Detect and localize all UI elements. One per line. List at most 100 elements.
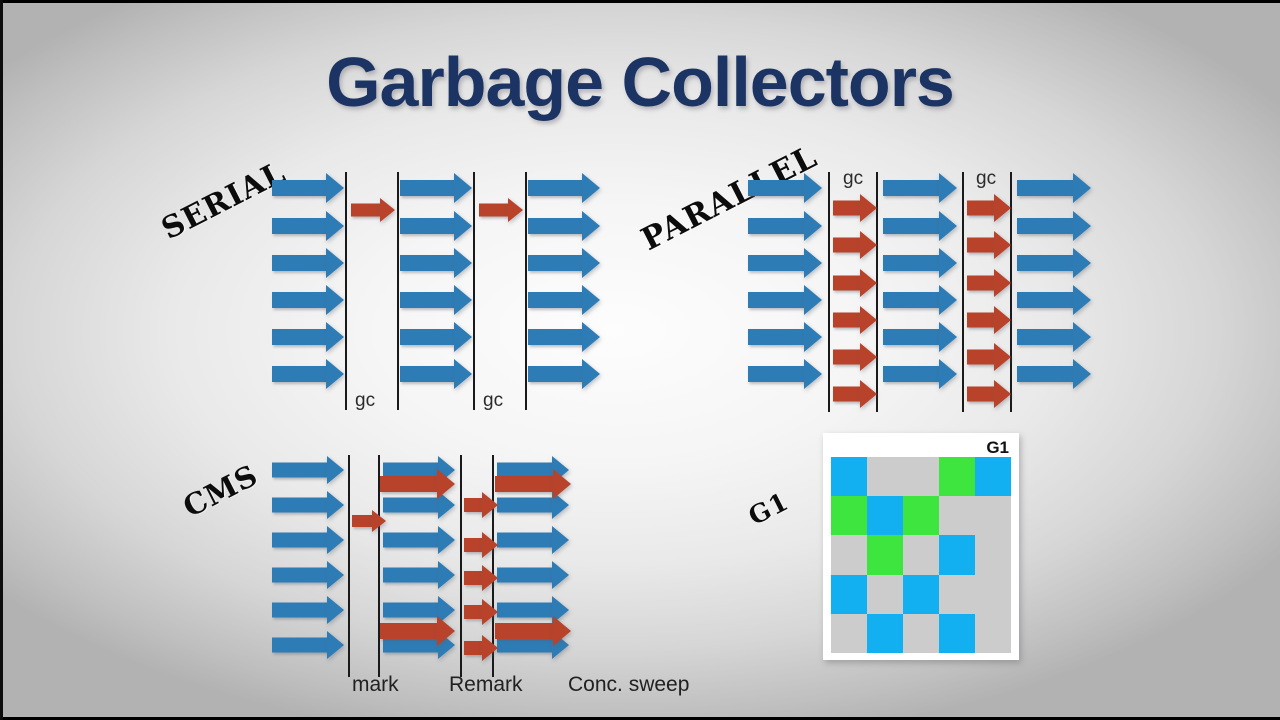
- arrow-head: [1073, 248, 1091, 278]
- g1-region-card: G1: [823, 433, 1019, 660]
- arrow-shaft: [528, 218, 582, 234]
- arrow-shaft: [272, 462, 327, 478]
- arrow-head: [582, 173, 600, 203]
- arrow-shaft: [479, 203, 508, 217]
- arrow-head: [454, 211, 472, 241]
- arrow-shaft: [1017, 218, 1073, 234]
- g1-region-cell-blue: [903, 574, 939, 614]
- arrow-shaft: [351, 203, 380, 217]
- arrow-head: [438, 561, 455, 589]
- arrow-shaft: [464, 605, 482, 619]
- app-thread-arrow: [272, 285, 344, 315]
- arrow-head: [1073, 211, 1091, 241]
- app-thread-arrow: [883, 211, 957, 241]
- phase-label-remark: Remark: [449, 673, 523, 696]
- arrow-head: [582, 211, 600, 241]
- app-thread-arrow: [272, 526, 344, 554]
- phase-divider-line: [378, 455, 380, 677]
- arrow-head: [552, 561, 569, 589]
- gc-thread-arrow: [479, 198, 523, 222]
- arrow-shaft: [383, 602, 438, 618]
- arrow-head: [454, 285, 472, 315]
- arrow-head: [939, 173, 957, 203]
- arrow-shaft: [1017, 180, 1073, 196]
- g1-region-grid: [831, 457, 1011, 653]
- app-thread-arrow: [528, 173, 600, 203]
- g1-region-cell-gray: [831, 535, 867, 575]
- g1-region-cell-blue: [939, 613, 975, 653]
- arrow-head: [804, 248, 822, 278]
- g1-region-cell-gray: [939, 574, 975, 614]
- arrow-head: [994, 269, 1011, 297]
- app-thread-arrow: [748, 322, 822, 352]
- arrow-head: [380, 198, 395, 222]
- arrow-shaft: [464, 571, 482, 585]
- app-thread-arrow: [748, 173, 822, 203]
- arrow-shaft: [272, 292, 326, 308]
- arrow-head: [552, 526, 569, 554]
- app-thread-arrow: [528, 322, 600, 352]
- g1-region-cell-gray: [903, 457, 939, 497]
- g1-region-cell-blue: [831, 457, 867, 497]
- arrow-head: [860, 380, 877, 408]
- arrow-shaft: [833, 349, 860, 365]
- phase-divider-line: [828, 172, 830, 412]
- arrow-shaft: [497, 602, 552, 618]
- arrow-head: [454, 359, 472, 389]
- arrow-head: [804, 359, 822, 389]
- arrow-head: [994, 380, 1011, 408]
- arrow-head: [326, 359, 344, 389]
- arrow-shaft: [497, 567, 552, 583]
- page-title: Garbage Collectors: [326, 43, 955, 121]
- arrow-head: [437, 469, 455, 499]
- arrow-shaft: [272, 532, 327, 548]
- app-thread-arrow: [748, 248, 822, 278]
- arrow-head: [327, 491, 344, 519]
- app-thread-arrow: [883, 173, 957, 203]
- gc-thread-arrow: [464, 635, 498, 661]
- app-thread-arrow: [497, 561, 569, 589]
- app-thread-arrow: [272, 211, 344, 241]
- arrow-shaft: [528, 366, 582, 382]
- arrow-head: [1073, 322, 1091, 352]
- gc-thread-arrow: [352, 510, 386, 532]
- arrow-shaft: [528, 255, 582, 271]
- g1-region-cell-green: [939, 457, 975, 497]
- app-thread-arrow: [883, 359, 957, 389]
- arrow-head: [804, 322, 822, 352]
- arrow-head: [860, 231, 877, 259]
- arrow-shaft: [400, 180, 454, 196]
- arrow-shaft: [383, 497, 438, 513]
- gc-thread-arrow: [464, 492, 498, 518]
- arrow-head: [939, 248, 957, 278]
- arrow-head: [482, 532, 498, 558]
- app-thread-arrow: [1017, 322, 1091, 352]
- arrow-head: [1073, 173, 1091, 203]
- arrow-shaft: [272, 567, 327, 583]
- arrow-head: [482, 565, 498, 591]
- arrow-head: [804, 173, 822, 203]
- gc-label-parallel-2: gc: [976, 168, 997, 189]
- arrow-shaft: [967, 237, 994, 253]
- gc-thread-arrow: [351, 198, 395, 222]
- arrow-shaft: [748, 180, 804, 196]
- app-thread-arrow: [383, 561, 455, 589]
- arrow-head: [508, 198, 523, 222]
- app-thread-arrow: [748, 285, 822, 315]
- arrow-shaft: [833, 275, 860, 291]
- arrow-shaft: [383, 462, 438, 478]
- arrow-head: [582, 359, 600, 389]
- app-thread-arrow: [400, 211, 472, 241]
- arrow-head: [939, 359, 957, 389]
- gc-thread-arrow: [833, 343, 877, 371]
- arrow-shaft: [272, 329, 326, 345]
- g1-region-cell-gray: [867, 457, 903, 497]
- arrow-shaft: [380, 476, 437, 492]
- gc-thread-arrow: [464, 565, 498, 591]
- arrow-head: [454, 173, 472, 203]
- arrow-shaft: [967, 200, 994, 216]
- arrow-shaft: [1017, 366, 1073, 382]
- gc-thread-arrow: [833, 380, 877, 408]
- g1-region-cell-green: [831, 496, 867, 536]
